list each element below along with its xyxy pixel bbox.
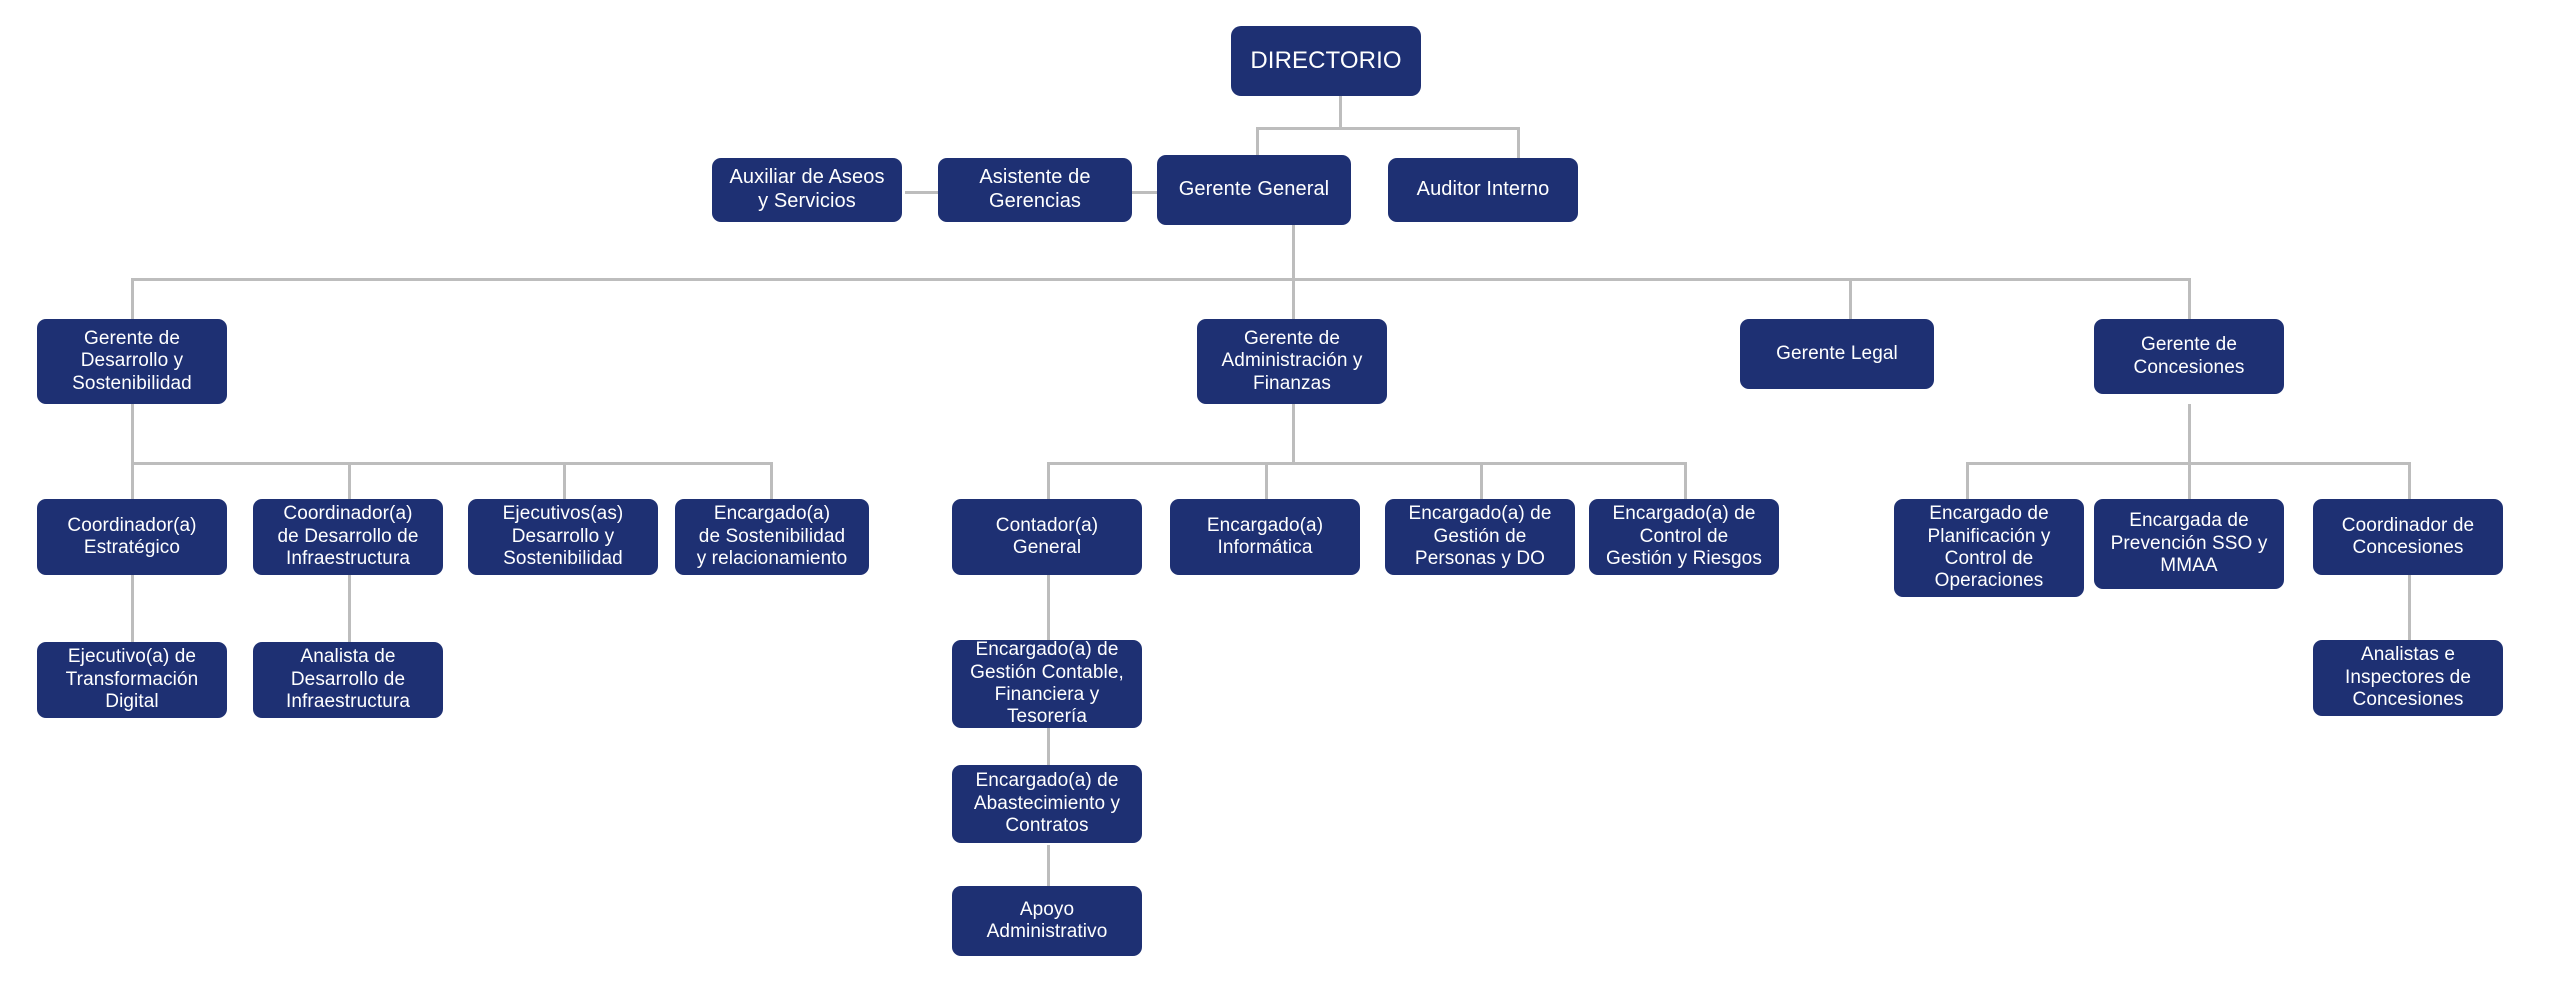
node-auxiliar-aseos[interactable]: Auxiliar de Aseos y Servicios [712, 158, 902, 222]
node-analista-infraestructura[interactable]: Analista de Desarrollo de Infraestructur… [253, 642, 443, 718]
connector-directorio-stem [1339, 62, 1342, 130]
connector-desarrollo-bus [131, 462, 772, 465]
node-encargado-control-gestion-riesgos-label: Encargado(a) de Control de Gestión y Rie… [1606, 503, 1762, 570]
node-ejecutivo-transformacion-digital-label: Ejecutivo(a) de Transformación Digital [65, 646, 199, 713]
connector-estrategico-to-transformacion [131, 575, 134, 643]
node-contador-general[interactable]: Contador(a) General [952, 499, 1142, 575]
connector-gerente-concesiones-drop [2188, 278, 2191, 319]
node-analista-infraestructura-label: Analista de Desarrollo de Infraestructur… [286, 646, 410, 713]
node-gerente-legal[interactable]: Gerente Legal [1740, 319, 1934, 389]
connector-ejecutivos-desarrollo-drop [563, 462, 566, 499]
node-coordinador-estrategico[interactable]: Coordinador(a) Estratégico [37, 499, 227, 575]
connector-concesiones-stem [2188, 404, 2191, 464]
node-auxiliar-aseos-label: Auxiliar de Aseos y Servicios [729, 166, 885, 212]
connector-contable-to-abastecimiento [1047, 710, 1050, 766]
node-ejecutivos-desarrollo[interactable]: Ejecutivos(as) Desarrollo y Sostenibilid… [468, 499, 658, 575]
connector-gerente-general-asistente [1129, 191, 1165, 194]
connector-encargado-sostenibilidad-drop [770, 462, 773, 499]
node-gerente-admin-finanzas[interactable]: Gerente de Administración y Finanzas [1197, 319, 1387, 404]
node-gerente-desarrollo-label: Gerente de Desarrollo y Sostenibilidad [72, 327, 192, 394]
connector-gerente-desarrollo-drop [131, 278, 134, 319]
connector-admin-bus [1047, 462, 1687, 465]
node-encargada-prevencion-sso-label: Encargada de Prevención SSO y MMAA [2110, 510, 2268, 577]
connector-encargado-control-drop [1684, 462, 1687, 499]
node-apoyo-administrativo-label: Apoyo Administrativo [986, 898, 1108, 942]
node-encargado-gestion-personas-label: Encargado(a) de Gestión de Personas y DO [1408, 503, 1552, 570]
node-directorio-label: DIRECTORIO [1250, 46, 1402, 74]
connector-contador-to-contable [1047, 575, 1050, 641]
node-encargado-gestion-personas[interactable]: Encargado(a) de Gestión de Personas y DO [1385, 499, 1575, 575]
node-contador-general-label: Contador(a) General [995, 514, 1099, 558]
node-encargado-gestion-contable-label: Encargado(a) de Gestión Contable, Financ… [970, 639, 1124, 728]
node-encargado-informatica[interactable]: Encargado(a) Informática [1170, 499, 1360, 575]
node-analistas-inspectores-concesiones[interactable]: Analistas e Inspectores de Concesiones [2313, 640, 2503, 716]
connector-encargado-personas-drop [1480, 462, 1483, 499]
connector-coordinador-estrategico-drop [131, 462, 134, 499]
connector-gerente-legal-drop [1849, 278, 1852, 319]
node-gerente-general[interactable]: Gerente General [1157, 155, 1351, 225]
node-coordinador-infraestructura-label: Coordinador(a) de Desarrollo de Infraest… [277, 503, 419, 570]
connector-prevencion-drop [2188, 462, 2191, 499]
connector-abastecimiento-to-apoyo [1047, 845, 1050, 887]
node-ejecutivo-transformacion-digital[interactable]: Ejecutivo(a) de Transformación Digital [37, 642, 227, 718]
node-encargado-gestion-contable[interactable]: Encargado(a) de Gestión Contable, Financ… [952, 639, 1142, 728]
connector-coordinador-infra-drop [348, 462, 351, 499]
node-encargada-prevencion-sso[interactable]: Encargada de Prevención SSO y MMAA [2094, 499, 2284, 589]
connector-contador-general-drop [1047, 462, 1050, 499]
node-auditor-interno[interactable]: Auditor Interno [1388, 158, 1578, 222]
connector-management-bus [131, 278, 2190, 281]
node-gerente-admin-finanzas-label: Gerente de Administración y Finanzas [1221, 327, 1363, 394]
node-encargado-informatica-label: Encargado(a) Informática [1206, 514, 1324, 558]
node-encargado-planificacion-operaciones-label: Encargado de Planificación y Control de … [1927, 503, 2051, 592]
connector-gerente-general-stem [1292, 224, 1295, 280]
connector-asistente-auxiliar [905, 191, 943, 194]
node-directorio[interactable]: DIRECTORIO [1231, 26, 1421, 96]
connector-infra-to-analista [348, 575, 351, 643]
node-asistente-gerencias[interactable]: Asistente de Gerencias [938, 158, 1132, 222]
node-apoyo-administrativo[interactable]: Apoyo Administrativo [952, 886, 1142, 956]
node-asistente-gerencias-label: Asistente de Gerencias [979, 166, 1091, 212]
connector-planificacion-drop [1966, 462, 1969, 499]
connector-admin-stem [1292, 404, 1295, 464]
connector-gerente-admin-drop [1292, 278, 1295, 319]
connector-directorio-bus [1256, 127, 1520, 130]
node-encargado-abastecimiento-label: Encargado(a) de Abastecimiento y Contrat… [973, 770, 1121, 837]
connector-gerente-general-drop [1256, 127, 1259, 159]
node-ejecutivos-desarrollo-label: Ejecutivos(as) Desarrollo y Sostenibilid… [502, 503, 624, 570]
node-analistas-inspectores-concesiones-label: Analistas e Inspectores de Concesiones [2344, 644, 2472, 711]
node-encargado-sostenibilidad[interactable]: Encargado(a) de Sostenibilidad y relacio… [675, 499, 869, 575]
connector-encargado-informatica-drop [1265, 462, 1268, 499]
node-auditor-interno-label: Auditor Interno [1416, 178, 1550, 201]
connector-auditor-interno-drop [1517, 127, 1520, 159]
node-coordinador-concesiones-label: Coordinador de Concesiones [2341, 514, 2475, 558]
node-coordinador-estrategico-label: Coordinador(a) Estratégico [67, 514, 197, 558]
node-encargado-control-gestion-riesgos[interactable]: Encargado(a) de Control de Gestión y Rie… [1589, 499, 1779, 575]
node-encargado-planificacion-operaciones[interactable]: Encargado de Planificación y Control de … [1894, 499, 2084, 597]
node-gerente-concesiones[interactable]: Gerente de Concesiones [2094, 319, 2284, 394]
node-gerente-general-label: Gerente General [1178, 178, 1330, 201]
node-encargado-sostenibilidad-label: Encargado(a) de Sostenibilidad y relacio… [696, 503, 848, 570]
node-coordinador-concesiones[interactable]: Coordinador de Concesiones [2313, 499, 2503, 575]
node-gerente-concesiones-label: Gerente de Concesiones [2133, 334, 2245, 378]
node-encargado-abastecimiento[interactable]: Encargado(a) de Abastecimiento y Contrat… [952, 765, 1142, 843]
node-coordinador-infraestructura[interactable]: Coordinador(a) de Desarrollo de Infraest… [253, 499, 443, 575]
node-gerente-legal-label: Gerente Legal [1776, 342, 1898, 364]
node-gerente-desarrollo[interactable]: Gerente de Desarrollo y Sostenibilidad [37, 319, 227, 404]
connector-desarrollo-stem [131, 404, 134, 464]
connector-coordinador-concesiones-drop [2408, 462, 2411, 499]
connector-coordinador-to-analistas [2408, 575, 2411, 641]
